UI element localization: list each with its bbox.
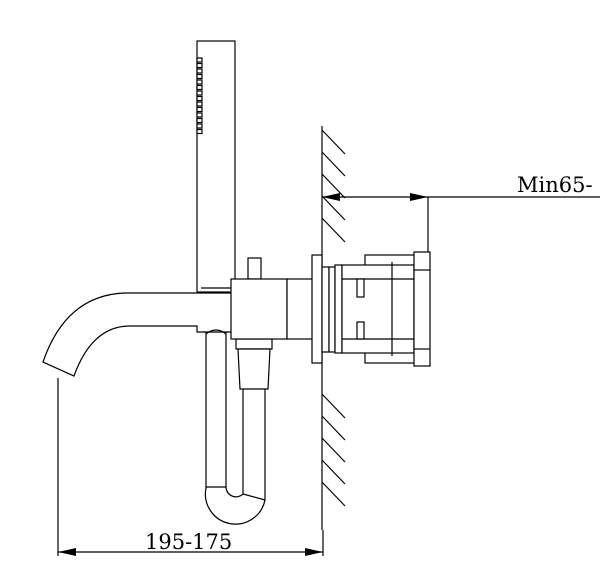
nozzle	[196, 62, 203, 69]
dimension-projection: 195-175	[57, 378, 324, 556]
hatch-line	[321, 195, 346, 221]
hand-shower	[196, 40, 236, 293]
nozzle	[196, 112, 203, 118]
wall-hatching	[321, 129, 346, 507]
nozzle	[196, 57, 203, 63]
hatch-line	[321, 415, 346, 441]
hose	[204, 329, 273, 525]
mixer-body	[230, 254, 323, 364]
hatch-line	[321, 217, 346, 243]
hatch-line	[321, 393, 346, 419]
dimension-label-min65: Min65-	[517, 173, 593, 197]
nozzle	[196, 128, 203, 135]
hatch-line	[321, 151, 346, 177]
nozzle	[196, 117, 203, 124]
spout	[42, 292, 231, 377]
hatch-line	[321, 481, 346, 507]
nozzle	[196, 123, 203, 129]
nozzle	[196, 95, 203, 102]
nozzle	[196, 84, 203, 91]
hatch-line	[321, 459, 346, 485]
nozzle	[196, 68, 203, 74]
hatch-line	[321, 129, 346, 155]
nozzle	[196, 73, 203, 80]
nozzle	[196, 90, 203, 96]
concealed-cartridge	[321, 251, 431, 367]
nozzle	[196, 101, 203, 107]
nozzle	[196, 106, 203, 113]
hatch-line	[321, 173, 346, 199]
dimension-wall-min: Min65-	[322, 173, 600, 252]
dimension-label-195-175: 195-175	[145, 530, 232, 554]
nozzle	[196, 79, 203, 85]
hatch-line	[321, 437, 346, 463]
shower-nozzles	[196, 57, 203, 135]
